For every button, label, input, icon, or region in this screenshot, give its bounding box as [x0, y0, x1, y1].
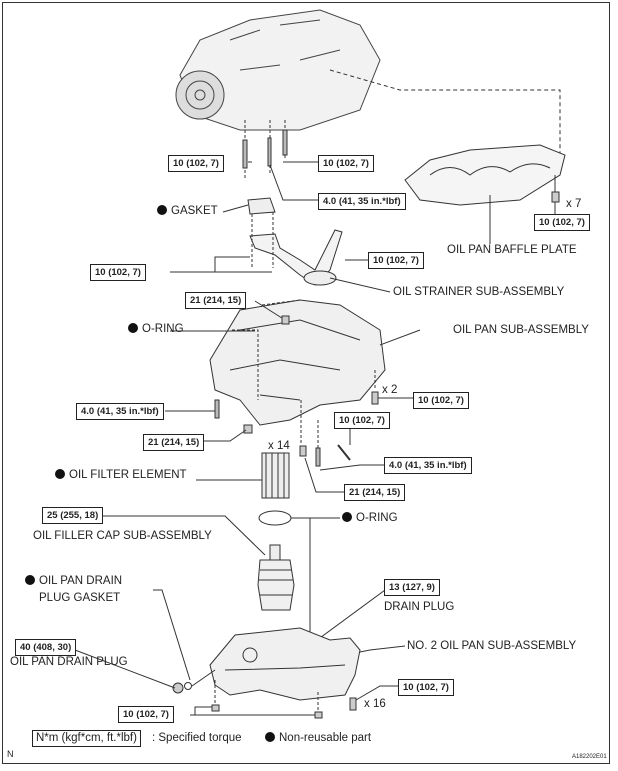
engine-block	[175, 9, 381, 131]
quantity-label: x 7	[566, 198, 582, 210]
diagram-frame	[2, 2, 610, 764]
non-reusable-icon	[25, 575, 35, 585]
part-label-o-ring-2: O-RING	[342, 512, 398, 525]
oil-pan-baffle-plate	[404, 144, 566, 206]
torque-label: 10 (102, 7)	[334, 412, 390, 429]
torque-label: 13 (127, 9)	[384, 579, 440, 596]
torque-label: 21 (214, 15)	[344, 484, 406, 501]
part-name: OIL PAN DRAIN	[39, 575, 123, 587]
quantity-label: x 14	[268, 440, 290, 452]
torque-label: 4.0 (41, 35 in.*lbf)	[76, 403, 164, 420]
torque-label: 10 (102, 7)	[534, 214, 590, 231]
part-label-o-ring: O-RING	[128, 323, 184, 336]
legend-text: Non-reusable part	[279, 732, 372, 744]
part-label-drain-plug-gasket: OIL PAN DRAIN	[25, 575, 122, 588]
part-label-strainer: OIL STRAINER SUB-ASSEMBLY	[393, 286, 565, 298]
torque-label: 21 (214, 15)	[185, 292, 247, 309]
torque-label: 21 (214, 15)	[143, 434, 205, 451]
part-name: OIL FILTER ELEMENT	[69, 469, 187, 481]
part-label-drain-plug-gasket-line2: PLUG GASKET	[39, 592, 121, 604]
oil-pan	[209, 299, 386, 426]
part-label-oil-pan: OIL PAN SUB-ASSEMBLY	[453, 324, 589, 336]
part-label-baffle-plate: OIL PAN BAFFLE PLATE	[447, 244, 577, 256]
non-reusable-icon	[265, 732, 275, 742]
non-reusable-icon	[342, 512, 352, 522]
torque-label: 10 (102, 7)	[398, 679, 454, 696]
non-reusable-icon	[55, 469, 65, 479]
torque-label: 10 (102, 7)	[90, 264, 146, 281]
non-reusable-icon	[157, 205, 167, 215]
part-label-oil-pan-drain-plug: OIL PAN DRAIN PLUG	[10, 656, 128, 668]
non-reusable-icon	[128, 323, 138, 333]
torque-label: 4.0 (41, 35 in.*lbf)	[318, 193, 406, 210]
legend-torque-text: : Specified torque	[152, 732, 242, 744]
part-label-no2-oil-pan: NO. 2 OIL PAN SUB-ASSEMBLY	[407, 640, 577, 652]
torque-label: 10 (102, 7)	[413, 392, 469, 409]
oil-filler-cap	[257, 544, 295, 611]
torque-label: 10 (102, 7)	[368, 252, 424, 269]
torque-label: 10 (102, 7)	[118, 706, 174, 723]
torque-label: 4.0 (41, 35 in.*lbf)	[384, 457, 472, 474]
part-label-filler-cap: OIL FILLER CAP SUB-ASSEMBLY	[33, 530, 212, 542]
torque-label: 10 (102, 7)	[168, 155, 224, 172]
quantity-label: x 2	[382, 384, 398, 396]
part-label-drain-plug: DRAIN PLUG	[384, 601, 455, 613]
oil-filter	[261, 452, 290, 499]
legend-torque-unit: N*m (kgf*cm, ft.*lbf)	[32, 730, 141, 747]
figure-id: A182202E01	[572, 754, 607, 760]
torque-label: 25 (255, 18)	[42, 507, 104, 524]
quantity-label: x 16	[364, 698, 386, 710]
part-name: GASKET	[171, 205, 218, 217]
part-name: O-RING	[356, 512, 398, 524]
torque-label: 10 (102, 7)	[318, 155, 374, 172]
torque-label: 40 (408, 30)	[15, 639, 77, 656]
legend-non-reusable: Non-reusable part	[265, 732, 371, 745]
part-label-filter-element: OIL FILTER ELEMENT	[55, 469, 187, 482]
no2-oil-pan	[209, 627, 361, 701]
footer-mark: N	[7, 749, 14, 759]
part-label-gasket: GASKET	[157, 205, 218, 218]
part-name: O-RING	[142, 323, 184, 335]
